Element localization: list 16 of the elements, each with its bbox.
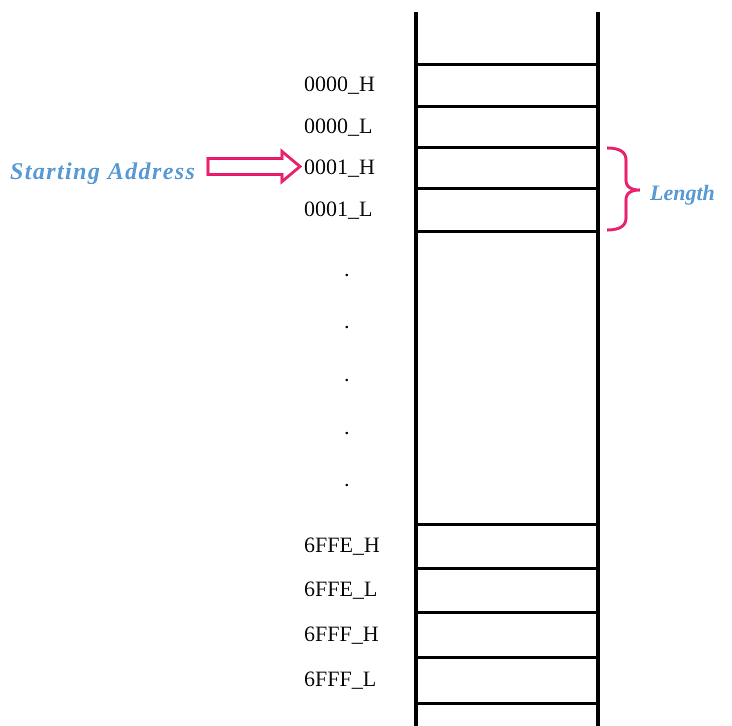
address-label: 0001_H — [303, 154, 376, 180]
address-label: 0001_L — [303, 196, 374, 222]
ellipsis-dot: . — [344, 416, 350, 438]
ellipsis-dot: . — [344, 468, 350, 490]
address-label: 6FFE_L — [303, 576, 378, 602]
address-label: 0000_L — [303, 112, 374, 138]
hollow-arrow — [206, 148, 302, 185]
ellipsis-dot: . — [344, 258, 350, 280]
address-label: 6FFE_H — [303, 532, 381, 558]
ellipsis-dot: . — [344, 310, 350, 332]
address-label: 6FFF_L — [303, 666, 378, 692]
address-label: 6FFF_H — [303, 620, 380, 646]
address-label: 0000_H — [303, 71, 376, 97]
starting-address-label: Starting Address — [10, 157, 204, 187]
length-label: Length — [650, 180, 715, 206]
ellipsis-dot: . — [344, 363, 350, 385]
